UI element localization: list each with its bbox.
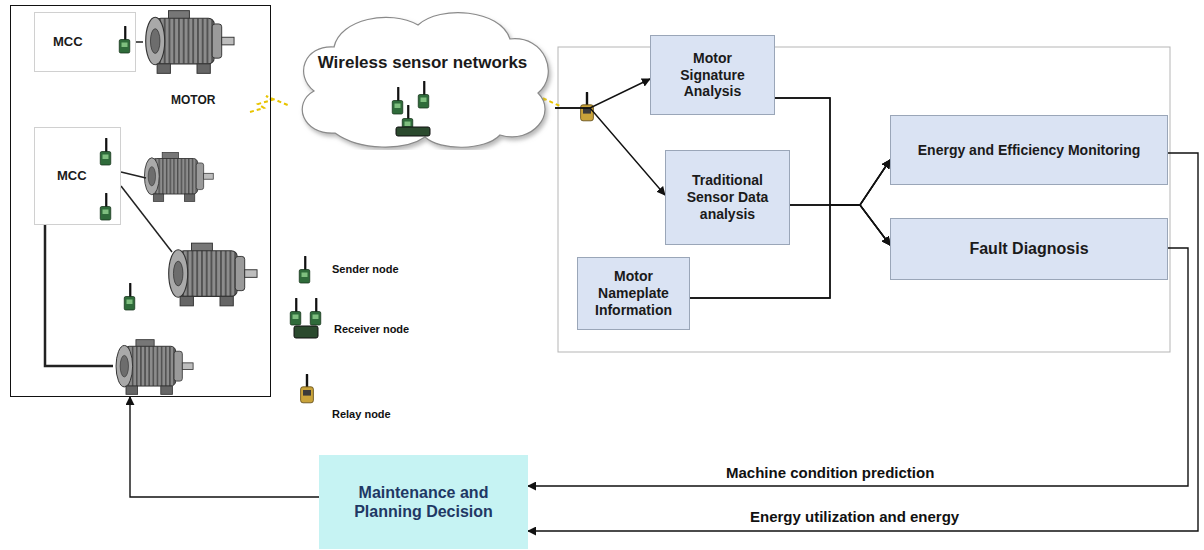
wire (45, 42, 172, 366)
cloud-shape (290, 5, 555, 150)
node-text: MCC (57, 168, 87, 184)
sensor-icon (100, 139, 111, 165)
decision-box: Maintenance and Planning Decision (319, 455, 528, 549)
relay-icon (301, 375, 314, 403)
node-text: Traditional Sensor Data analysis (686, 172, 769, 222)
process-box: Motor Signature Analysis (650, 35, 775, 115)
sensor-icon (290, 299, 301, 325)
motor-panel: MOTOR MCC MCC (10, 5, 271, 397)
node-text: Wireless sensor networks (290, 53, 555, 73)
connector (555, 79, 650, 108)
legend-label: Relay node (330, 408, 393, 420)
sensor-icon (299, 257, 310, 283)
edge-label: Machine condition prediction (724, 464, 936, 481)
cloud-network: Wireless sensor networks (290, 5, 555, 150)
node-text: MOTOR (171, 93, 215, 107)
receiver-base (294, 326, 318, 338)
sensor-icon (100, 194, 111, 220)
motor-picture (169, 243, 257, 306)
legend-label: Receiver node (332, 323, 411, 335)
sensor-icon (119, 27, 130, 53)
edge-label: Energy utilization and energy (748, 508, 961, 525)
legend-label: Sender node (330, 263, 401, 275)
node-text: Maintenance and Planning Decision (353, 483, 494, 521)
process-box: Motor Nameplate Information (577, 257, 690, 330)
mcc-box: MCC (34, 127, 121, 225)
process-box: Traditional Sensor Data analysis (665, 150, 790, 245)
node-text: Fault Diagnosis (969, 239, 1088, 258)
motor-picture (116, 340, 193, 395)
node-text: MCC (53, 34, 83, 50)
connector (555, 108, 665, 195)
process-box: Energy and Efficiency Monitoring (890, 115, 1168, 185)
node-text: Motor Signature Analysis (659, 50, 766, 100)
sensor-icon (124, 284, 135, 310)
node-text: Energy and Efficiency Monitoring (918, 142, 1140, 159)
connector (130, 397, 319, 497)
connector (775, 98, 890, 205)
connector (528, 248, 1188, 486)
mcc-box: MCC (34, 12, 136, 72)
process-box: Fault Diagnosis (890, 218, 1168, 280)
sensor-icon (310, 299, 321, 325)
connector (528, 153, 1198, 531)
motor-picture (144, 153, 213, 202)
motor-picture (146, 11, 234, 74)
node-text: Motor Nameplate Information (586, 268, 681, 318)
